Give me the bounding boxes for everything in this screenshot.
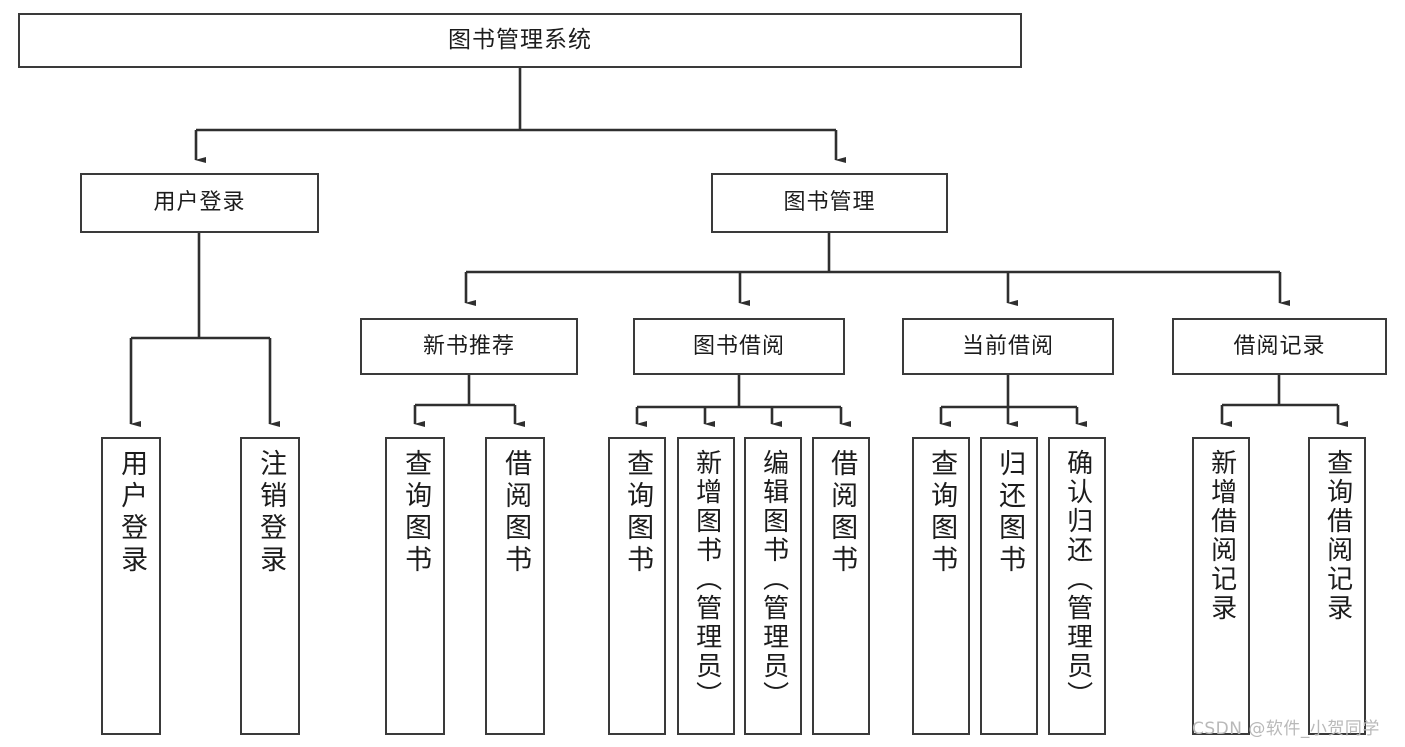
leaf-query-book-borrow[interactable]: 查询图书 [608, 437, 666, 735]
node-label: 用户登录 [153, 190, 246, 216]
csdn-watermark: CSDN @软件_小贺同学 [1192, 719, 1380, 739]
node-borrow-record[interactable]: 借阅记录 [1172, 318, 1387, 375]
node-label: 新增图书（管理员） [691, 449, 722, 710]
node-label: 当前借阅 [961, 333, 1054, 359]
leaf-confirm-return-admin[interactable]: 确认归还（管理员） [1048, 437, 1106, 735]
node-label: 图书管理系统 [448, 26, 592, 53]
leaf-query-borrow-record[interactable]: 查询借阅记录 [1308, 437, 1366, 735]
node-label: 确认归还（管理员） [1062, 449, 1093, 710]
node-label: 借阅图书 [826, 449, 858, 577]
node-label: 用户登录 [116, 449, 148, 577]
leaf-borrow-book-newbook[interactable]: 借阅图书 [485, 437, 545, 735]
leaf-user-login[interactable]: 用户登录 [101, 437, 161, 735]
leaf-add-borrow-record[interactable]: 新增借阅记录 [1192, 437, 1250, 735]
node-book-borrow[interactable]: 图书借阅 [633, 318, 845, 375]
node-label: 查询借阅记录 [1322, 449, 1353, 623]
node-user-login[interactable]: 用户登录 [80, 173, 319, 233]
leaf-borrow-book[interactable]: 借阅图书 [812, 437, 870, 735]
node-current-borrow[interactable]: 当前借阅 [902, 318, 1114, 375]
node-label: 借阅图书 [500, 449, 532, 577]
node-new-book-recommend[interactable]: 新书推荐 [360, 318, 578, 375]
leaf-query-book-newbook[interactable]: 查询图书 [385, 437, 445, 735]
leaf-edit-book-admin[interactable]: 编辑图书（管理员） [744, 437, 802, 735]
leaf-return-book[interactable]: 归还图书 [980, 437, 1038, 735]
node-book-management[interactable]: 图书管理 [711, 173, 948, 233]
node-label: 借阅记录 [1233, 333, 1326, 359]
node-label: 编辑图书（管理员） [758, 449, 789, 710]
node-label: 图书借阅 [692, 333, 785, 359]
node-label: 图书管理 [783, 190, 876, 216]
node-label: 注销登录 [255, 449, 287, 577]
node-label: 查询图书 [622, 449, 654, 577]
leaf-add-book-admin[interactable]: 新增图书（管理员） [677, 437, 735, 735]
node-label: 查询图书 [400, 449, 432, 577]
node-label: 新增借阅记录 [1206, 449, 1237, 623]
node-root-system[interactable]: 图书管理系统 [18, 13, 1022, 68]
leaf-query-book-current[interactable]: 查询图书 [912, 437, 970, 735]
node-label: 归还图书 [994, 449, 1026, 577]
node-label: 新书推荐 [422, 333, 515, 359]
node-label: 查询图书 [926, 449, 958, 577]
leaf-logout[interactable]: 注销登录 [240, 437, 300, 735]
